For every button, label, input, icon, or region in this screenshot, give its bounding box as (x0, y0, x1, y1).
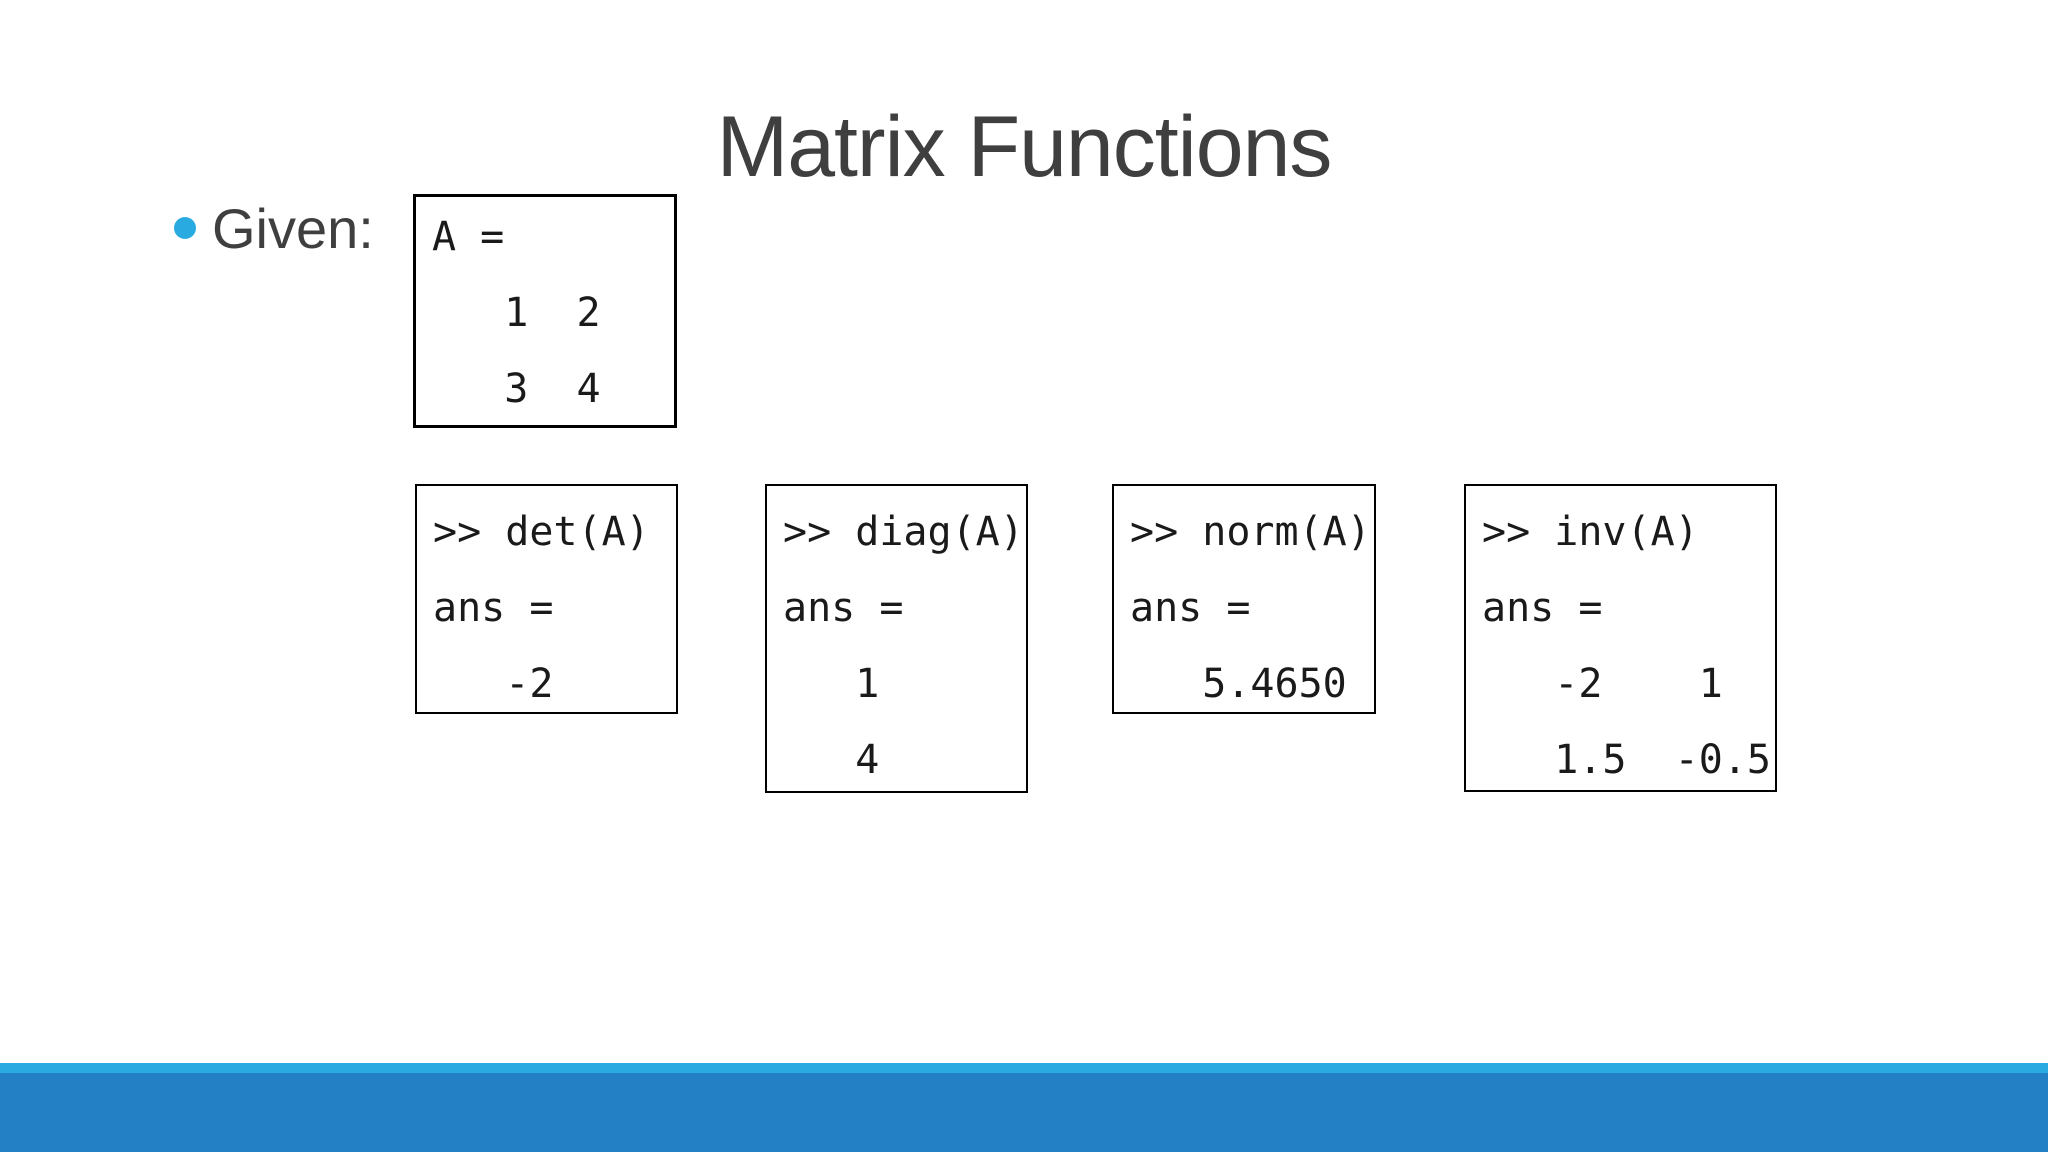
matlab-output-norm-box: >> norm(A) ans = 5.4650 (1112, 484, 1376, 714)
matrix-a-definition-box: A = 1 2 3 4 (413, 194, 677, 428)
bullet-icon (174, 217, 196, 239)
bullet-label: Given: (212, 197, 374, 260)
matlab-output-inv-box: >> inv(A) ans = -2 1 1.5 -0.5 (1464, 484, 1777, 792)
footer-bar (0, 1073, 2048, 1152)
bullet-row: Given: (174, 198, 374, 260)
slide-title: Matrix Functions (716, 98, 1333, 195)
matlab-output-diag-box: >> diag(A) ans = 1 4 (765, 484, 1028, 793)
footer-accent-stripe (0, 1063, 2048, 1073)
matlab-output-det-box: >> det(A) ans = -2 (415, 484, 678, 714)
